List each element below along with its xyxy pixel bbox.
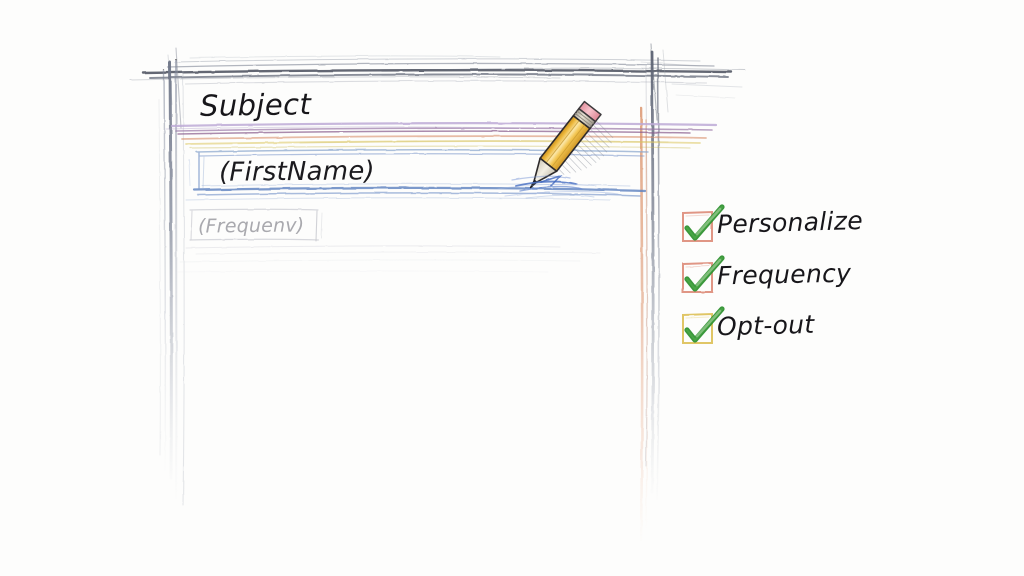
checklist-label-opt-out[interactable]: Opt-out <box>716 309 815 342</box>
subject-label: Subject <box>199 87 312 123</box>
check-mark-0 <box>684 204 725 241</box>
checkbox-0 <box>682 210 713 242</box>
color-divider-band <box>165 122 718 149</box>
firstname-box-strokes <box>185 149 649 201</box>
checklist-label-frequency[interactable]: Frequency <box>716 258 852 291</box>
pencil-shading <box>553 120 614 175</box>
check-mark-2 <box>684 306 725 343</box>
check-mark-1 <box>684 255 725 292</box>
checklist-label-personalize[interactable]: Personalize <box>716 205 864 240</box>
frame-top-bar <box>129 55 746 85</box>
checkbox-2 <box>682 312 713 344</box>
frequency-box-strokes <box>177 208 601 273</box>
firstname-input-value[interactable]: (FirstName) <box>218 156 375 188</box>
frame-right-rail-accent <box>639 106 648 542</box>
pencil-scribble <box>497 174 619 199</box>
checkbox-1 <box>682 261 713 293</box>
frequency-input-value[interactable]: (Frequenv) <box>197 214 305 238</box>
